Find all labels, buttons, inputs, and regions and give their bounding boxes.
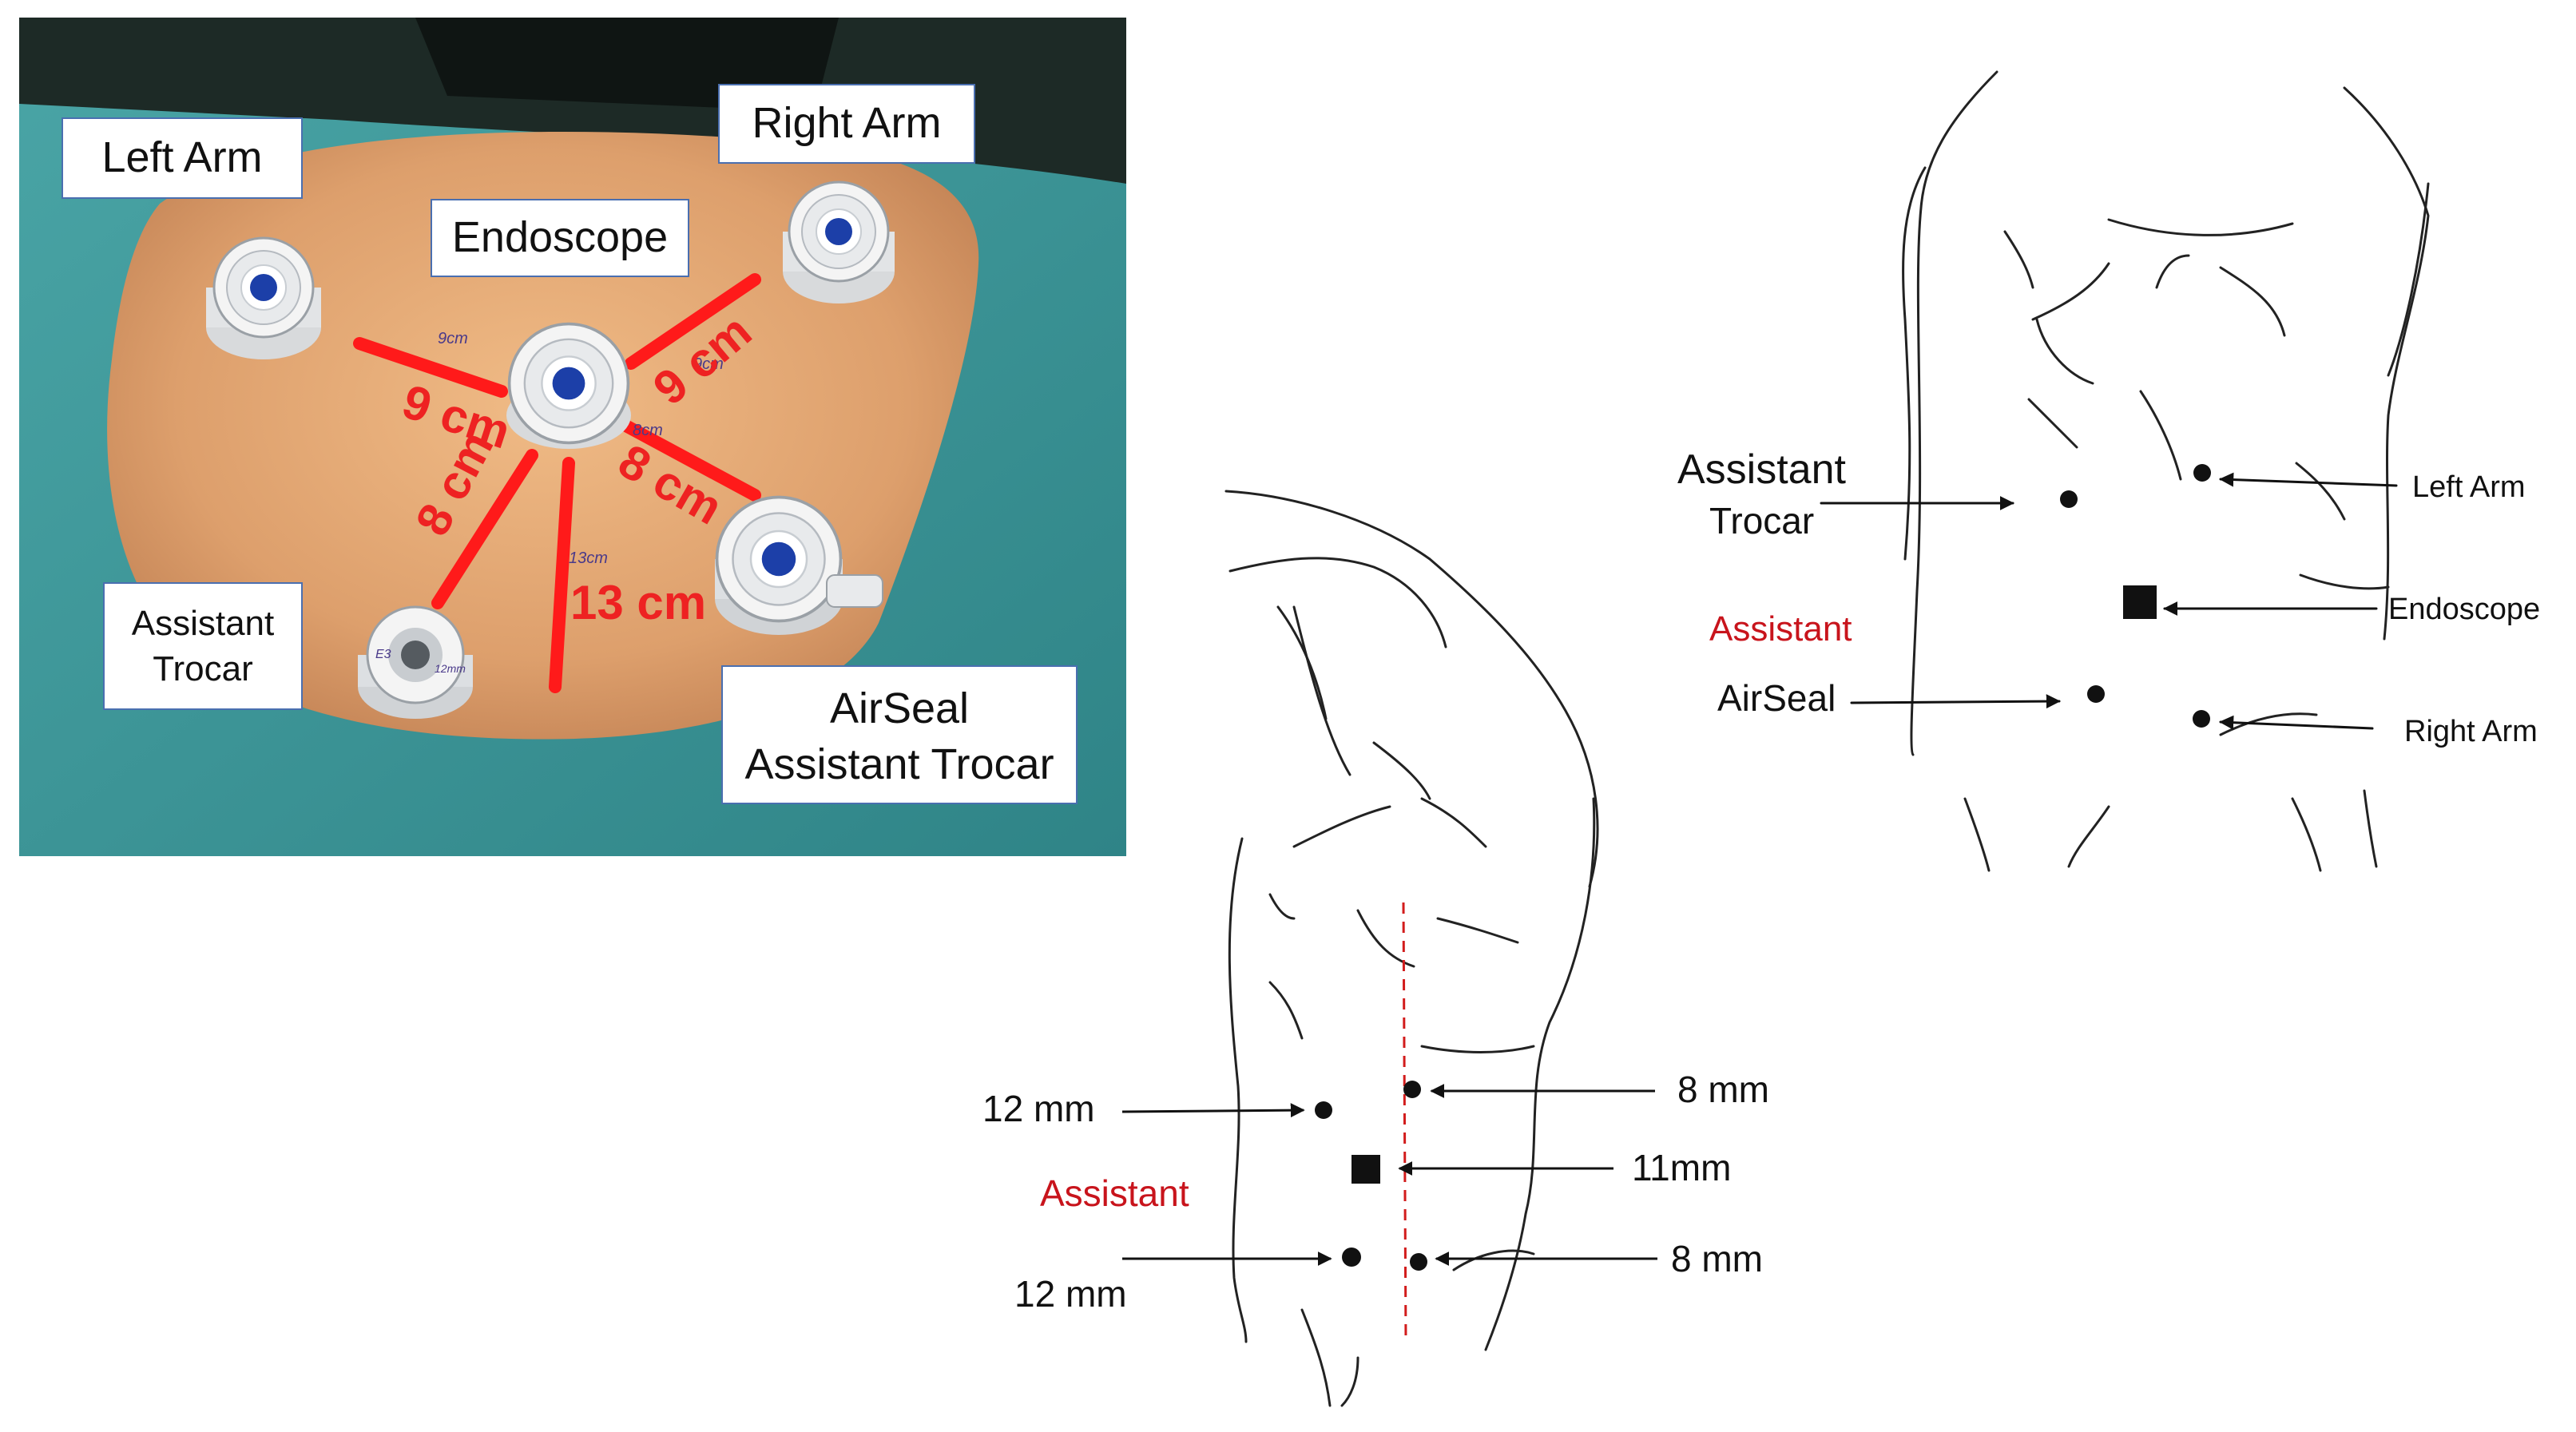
front-label-endoscope: Endoscope <box>2388 593 2540 626</box>
handwritten-lower-right: 8cm <box>633 422 663 439</box>
handwritten-bottom: 13cm <box>569 549 608 567</box>
label-airseal: AirSeal Assistant Trocar <box>721 665 1078 804</box>
side-port-11mm <box>1352 1155 1380 1184</box>
surgical-photo: E3 12mm 9cm 9cm 8cm 13cm 9 cm 9 cm 8 cm … <box>19 18 1126 856</box>
port-assistant: E3 12mm <box>358 605 473 719</box>
side-port-12mm-lower <box>1342 1248 1361 1267</box>
handwritten-right: 9cm <box>693 355 724 373</box>
side-label-8mm-lower: 8 mm <box>1671 1238 1763 1279</box>
svg-text:Endoscope: Endoscope <box>452 213 668 261</box>
arrow-airseal <box>1850 694 2061 709</box>
side-port-8mm-lower <box>1410 1253 1427 1271</box>
side-view-diagram <box>1224 490 1599 1407</box>
side-port-12mm-upper <box>1315 1101 1332 1119</box>
port-left-arm <box>206 236 321 359</box>
side-label-11mm: 11mm <box>1632 1147 1731 1188</box>
port-airseal <box>715 495 883 635</box>
arrow-12mm-upper <box>1121 1103 1305 1118</box>
front-label-assistant-l1: Assistant <box>1677 446 1847 493</box>
measure-bottom: 13 cm <box>570 576 706 629</box>
midline-dashed <box>1402 902 1407 1343</box>
svg-text:Trocar: Trocar <box>153 649 253 688</box>
port-size: 12mm <box>435 662 466 675</box>
measure-lines <box>353 273 761 693</box>
side-label-12mm-upper: 12 mm <box>982 1088 1095 1129</box>
arrow-left-arm <box>2219 472 2398 487</box>
front-label-left-arm: Left Arm <box>2412 470 2526 504</box>
front-label-assistant-red: Assistant <box>1709 609 1852 649</box>
front-label-right-arm: Right Arm <box>2404 715 2538 748</box>
label-left-arm: Left Arm <box>62 117 303 199</box>
front-label-assistant-l2: Trocar <box>1709 500 1814 541</box>
front-port-assistant <box>2060 490 2078 508</box>
svg-text:Assistant: Assistant <box>132 604 275 643</box>
label-assistant-trocar: Assistant Trocar <box>103 582 303 710</box>
front-port-airseal <box>2087 685 2105 703</box>
front-port-left-arm <box>2193 464 2211 482</box>
front-port-right-arm <box>2193 710 2210 728</box>
label-endoscope: Endoscope <box>431 199 689 277</box>
side-label-8mm-upper: 8 mm <box>1677 1069 1769 1110</box>
side-label-12mm-lower: 12 mm <box>1014 1273 1127 1315</box>
svg-text:Right Arm: Right Arm <box>752 99 941 147</box>
svg-text:Assistant Trocar: Assistant Trocar <box>744 740 1054 788</box>
side-port-8mm-upper <box>1403 1081 1421 1098</box>
side-label-assistant-red: Assistant <box>1040 1172 1189 1214</box>
label-right-arm: Right Arm <box>718 84 975 164</box>
front-port-endoscope <box>2123 585 2157 619</box>
port-endoscope <box>506 322 631 449</box>
port-code: E3 <box>375 648 391 661</box>
front-view-diagram <box>1820 70 2430 872</box>
svg-text:Left Arm: Left Arm <box>101 133 262 181</box>
front-label-airseal: AirSeal <box>1717 677 1836 719</box>
port-right-arm <box>783 180 895 303</box>
arrow-right-arm <box>2219 715 2374 730</box>
handwritten-left: 9cm <box>438 330 468 347</box>
svg-text:AirSeal: AirSeal <box>830 684 969 732</box>
